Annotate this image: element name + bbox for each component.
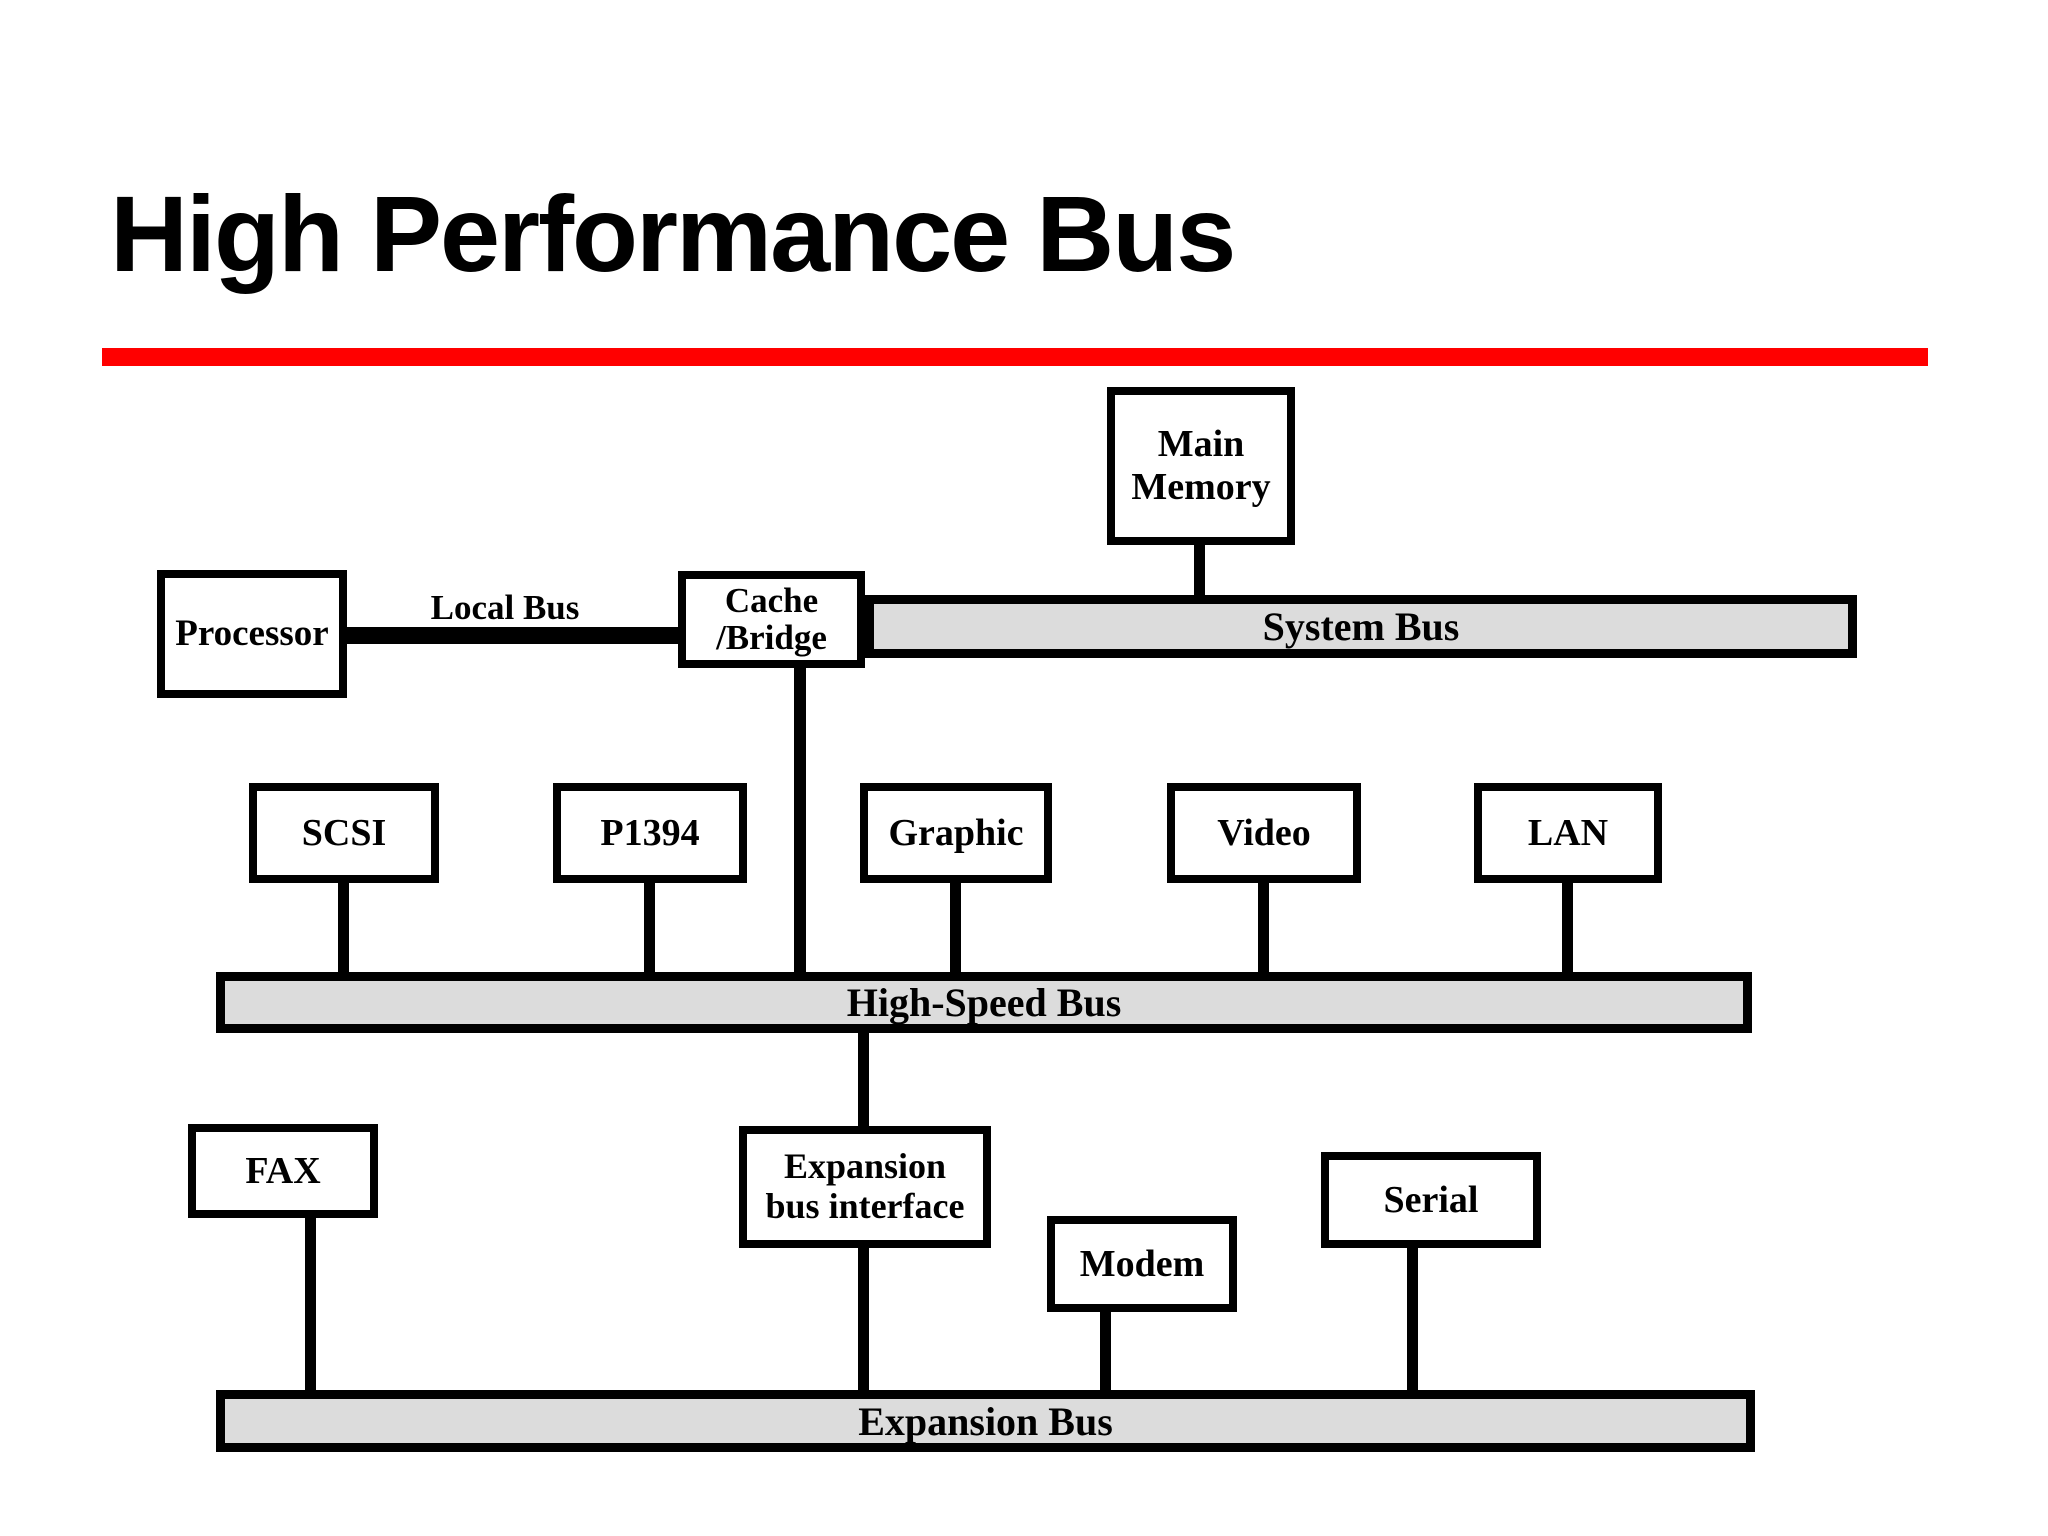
cache-bridge-label-line1: Cache	[724, 580, 819, 620]
modem-box: Modem	[1047, 1216, 1237, 1312]
connector-scsi-high-speed-bus	[338, 880, 349, 976]
system-bus-label: System Bus	[1262, 604, 1460, 649]
graphic-box: Graphic	[860, 783, 1052, 883]
local-bus-label: Local Bus	[430, 588, 580, 627]
video-label: Video	[1217, 811, 1311, 854]
expansion-interface-label-line2: bus interface	[765, 1186, 965, 1226]
connector-expansion-interface-expansion-bus	[858, 1244, 869, 1394]
slide-title: High Performance Bus	[110, 173, 1236, 294]
scsi-label: SCSI	[301, 811, 387, 854]
processor-box: Processor	[157, 570, 347, 698]
title-accent-rule	[102, 348, 1928, 366]
main-memory-label-line1: Main	[1157, 423, 1245, 466]
system-bus-bar: System Bus	[865, 595, 1857, 658]
fax-label: FAX	[245, 1149, 321, 1192]
connector-serial-expansion-bus	[1407, 1244, 1418, 1394]
scsi-box: SCSI	[249, 783, 439, 883]
high-speed-bus-bar: High-Speed Bus	[216, 972, 1752, 1033]
connector-high-speed-bus-expansion-interface	[858, 1028, 869, 1130]
connector-video-high-speed-bus	[1258, 880, 1269, 976]
connector-modem-expansion-bus	[1100, 1308, 1111, 1394]
serial-label: Serial	[1383, 1178, 1479, 1221]
expansion-bus-label: Expansion Bus	[858, 1398, 1113, 1444]
connector-lan-high-speed-bus	[1562, 880, 1573, 976]
connector-p1394-high-speed-bus	[644, 880, 655, 976]
processor-label: Processor	[175, 613, 329, 655]
graphic-label: Graphic	[888, 811, 1024, 854]
expansion-bus-bar: Expansion Bus	[216, 1390, 1755, 1452]
main-memory-label-line2: Memory	[1131, 466, 1271, 508]
main-memory-box: Main Memory	[1107, 387, 1295, 545]
modem-label: Modem	[1079, 1242, 1205, 1285]
lan-label: LAN	[1527, 811, 1609, 854]
high-speed-bus-label: High-Speed Bus	[846, 980, 1122, 1025]
expansion-bus-interface-box: Expansion bus interface	[739, 1126, 991, 1248]
p1394-label: P1394	[600, 811, 700, 854]
connector-cache-bridge-high-speed-bus	[794, 664, 806, 978]
connector-main-memory-system-bus	[1194, 543, 1205, 601]
serial-box: Serial	[1321, 1152, 1541, 1248]
video-box: Video	[1167, 783, 1361, 883]
cache-bridge-label-line2: /Bridge	[716, 617, 827, 657]
p1394-box: P1394	[553, 783, 747, 883]
cache-bridge-box: Cache /Bridge	[678, 571, 865, 668]
local-bus-line	[345, 627, 680, 644]
lan-box: LAN	[1474, 783, 1662, 883]
connector-graphic-high-speed-bus	[950, 880, 961, 976]
connector-fax-expansion-bus	[305, 1214, 316, 1394]
fax-box: FAX	[188, 1124, 378, 1218]
expansion-interface-label-line1: Expansion	[783, 1146, 947, 1187]
